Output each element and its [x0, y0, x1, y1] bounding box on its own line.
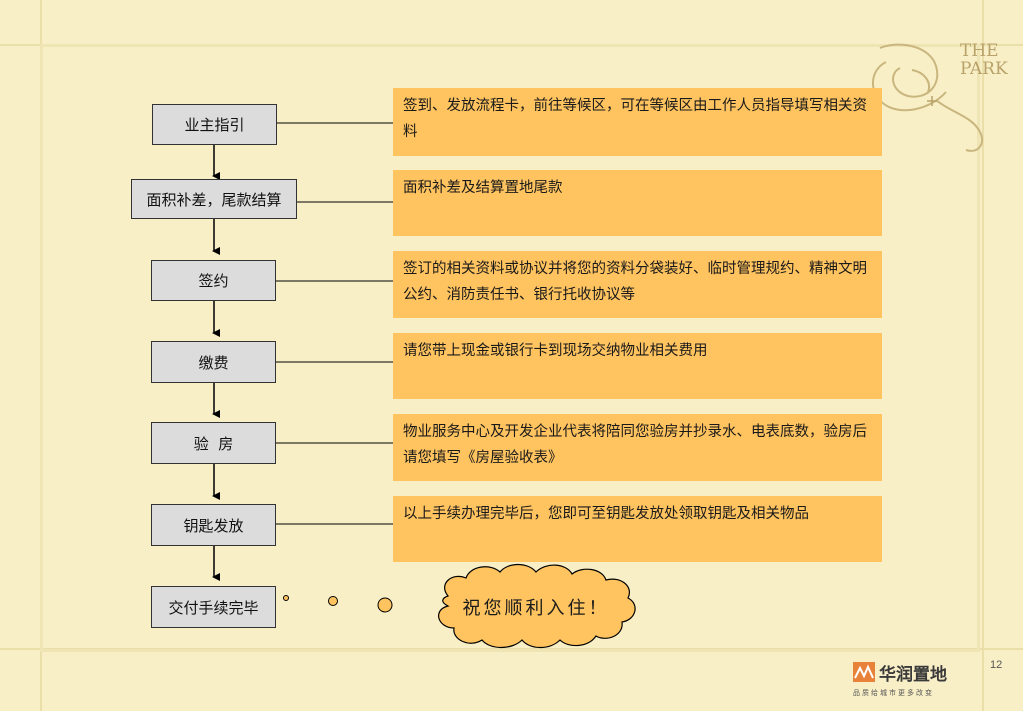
step-complete: 交付手续完毕	[151, 586, 276, 628]
note-key-handover: 以上手续办理完毕后，您即可至钥匙发放处领取钥匙及相关物品	[393, 496, 882, 562]
brand-corner-line-1: THE	[960, 41, 999, 61]
cloud-callout	[438, 563, 636, 649]
step-area-settlement: 面积补差，尾款结算	[131, 179, 297, 219]
step-key-handover: 钥匙发放	[151, 504, 276, 546]
cross-icon	[927, 96, 937, 106]
thought-bubble-small	[283, 595, 289, 601]
step-inspection: 验 房	[151, 422, 276, 464]
step-signing: 签约	[151, 260, 276, 301]
corner-ornament	[872, 43, 984, 152]
brand-corner-text: THE PARK	[960, 42, 1008, 78]
closing-message: 祝您顺利入住！	[462, 598, 610, 619]
note-owner-guide: 签到、发放流程卡，前往等候区，可在等候区由工作人员指导填写相关资料	[393, 88, 882, 156]
guide-line-right	[982, 0, 984, 711]
note-area-settlement: 面积补差及结算置地尾款	[393, 170, 882, 236]
note-payment: 请您带上现金或银行卡到现场交纳物业相关费用	[393, 333, 882, 399]
thought-bubble-large	[377, 597, 393, 613]
brand-corner-line-2: PARK	[960, 59, 1008, 79]
note-signing: 签订的相关资料或协议并将您的资料分袋装好、临时管理规约、精神文明公约、消防责任书…	[393, 251, 882, 318]
page-number: 12	[990, 659, 1003, 671]
step-payment: 缴费	[151, 341, 276, 383]
content-frame	[40, 44, 980, 652]
thought-bubble-medium	[328, 596, 338, 606]
logo-mark-icon	[853, 662, 875, 682]
step-owner-guide: 业主指引	[152, 104, 277, 145]
logo-name: 华润置地	[879, 665, 947, 685]
company-logo: 华润置地 品质给城市更多改变	[853, 660, 965, 704]
note-inspection: 物业服务中心及开发企业代表将陪同您验房并抄录水、电表底数，验房后请您填写《房屋验…	[393, 414, 882, 481]
logo-slogan: 品质给城市更多改变	[853, 689, 934, 697]
